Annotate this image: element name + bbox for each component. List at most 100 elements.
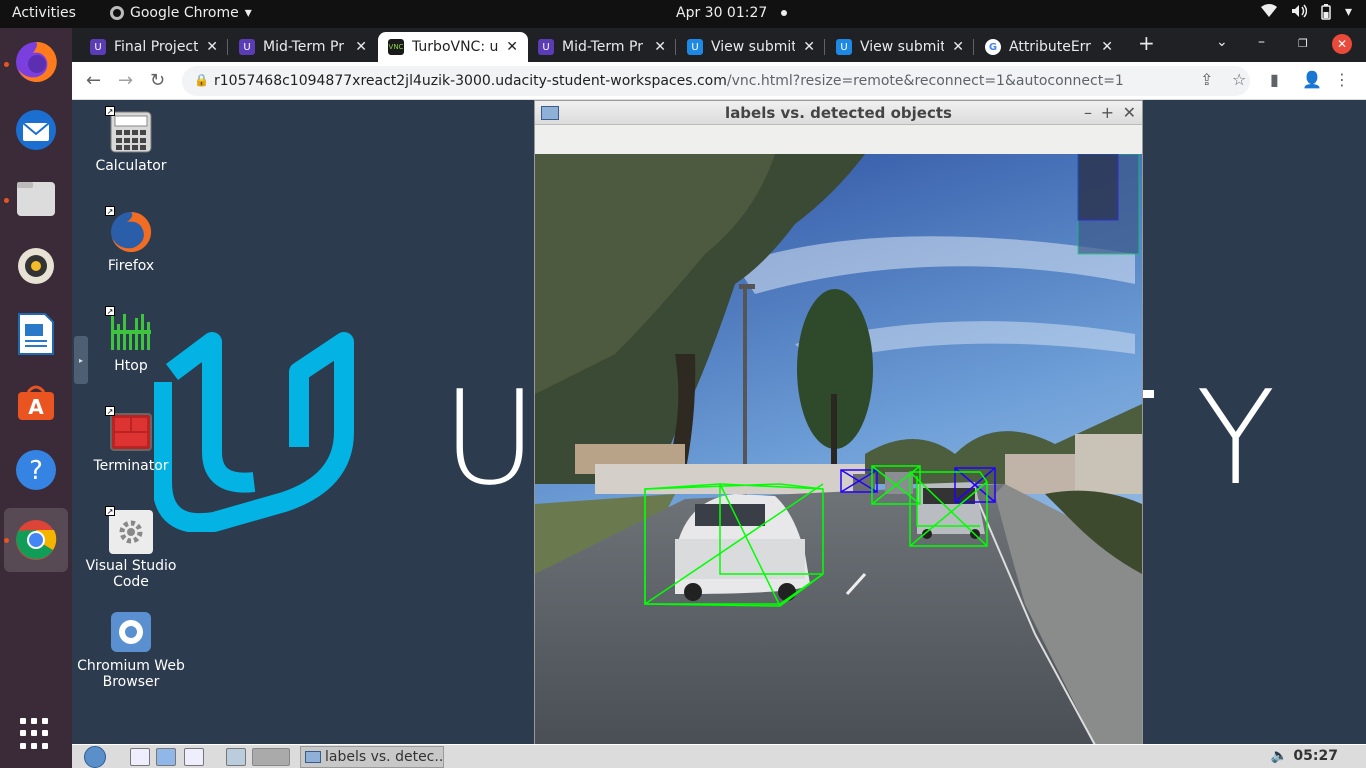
tab-title: AttributeErr xyxy=(1009,39,1091,55)
files-icon[interactable] xyxy=(12,174,60,222)
tab-search-icon[interactable]: ⌄ xyxy=(1216,34,1228,50)
tab-turbovnc[interactable]: VNC TurboVNC: u ✕ xyxy=(378,32,528,62)
system-tray[interactable]: ▾ xyxy=(1260,4,1352,24)
file-manager-icon[interactable] xyxy=(130,748,150,766)
udacity-icon: U xyxy=(90,39,106,55)
camera-frame-image xyxy=(535,154,1142,744)
tab-attributeerror[interactable]: G AttributeErr ✕ xyxy=(975,32,1123,62)
maximize-icon[interactable]: + xyxy=(1100,103,1114,122)
wallpaper-brand-text-left: U xyxy=(442,362,538,514)
window-title: labels vs. detected objects xyxy=(725,104,952,122)
lxde-taskbar: labels vs. detec... 🔈 05:27 xyxy=(72,744,1366,768)
close-tab-icon[interactable]: ✕ xyxy=(355,39,367,55)
tab-title: Mid-Term Pr xyxy=(263,39,344,55)
detected-boxes xyxy=(840,467,996,503)
thunderbird-icon[interactable] xyxy=(12,106,60,154)
taskbar-window-button[interactable]: labels vs. detec... xyxy=(300,746,444,768)
shortcut-arrow-icon: ↗ xyxy=(105,106,115,116)
desktop-icon-label: Chromium Web Browser xyxy=(77,658,185,690)
address-bar[interactable]: 🔒 r1057468c1094877xreact2jl4uzik-3000.ud… xyxy=(182,66,1250,96)
more-menu-icon[interactable]: ⋮ xyxy=(1334,70,1350,89)
forward-icon[interactable]: → xyxy=(118,70,134,91)
firefox-icon[interactable] xyxy=(12,38,60,86)
novnc-control-handle[interactable]: ▸ xyxy=(74,336,88,384)
window-menu-icon[interactable] xyxy=(541,106,559,120)
profile-avatar-icon[interactable]: 👤 xyxy=(1302,70,1322,89)
close-tab-icon[interactable]: ✕ xyxy=(803,39,815,55)
car-near-white xyxy=(675,494,810,601)
minimize-icon[interactable]: – xyxy=(1258,34,1265,50)
desktop-pager-2-icon[interactable] xyxy=(252,748,290,766)
lock-icon: 🔒 xyxy=(194,73,209,87)
shortcut-arrow-icon: ↗ xyxy=(105,406,115,416)
wallpaper-brand-text-right: Y xyxy=(1196,362,1276,514)
udacity-logo xyxy=(154,332,354,532)
udacity-icon: U xyxy=(239,39,255,55)
window-close-icon[interactable]: ✕ xyxy=(1332,34,1352,54)
labels-vs-detected-window[interactable]: labels vs. detected objects – + ✕ xyxy=(534,100,1143,744)
volume-icon[interactable]: 🔈 xyxy=(1270,748,1288,764)
vnc-remote-desktop[interactable]: ▸ U Y ↗ Calculator ↗ Firefox ↗ Htop ↗ Te xyxy=(72,100,1366,744)
desktop-icon-terminator[interactable]: ↗ Terminator xyxy=(76,406,186,474)
wifi-icon xyxy=(1260,4,1277,24)
close-tab-icon[interactable]: ✕ xyxy=(654,39,666,55)
activities-button[interactable]: Activities xyxy=(12,5,76,21)
screen-icon[interactable] xyxy=(156,748,176,766)
lxde-start-menu-icon[interactable] xyxy=(84,746,106,768)
desktop-icon-firefox[interactable]: ↗ Firefox xyxy=(76,206,186,274)
url-host: r1057468c1094877xreact2jl4uzik-3000.udac… xyxy=(214,73,727,89)
clock[interactable]: Apr 30 01:27 xyxy=(676,5,788,21)
show-applications-icon[interactable] xyxy=(20,718,52,750)
ubuntu-software-icon[interactable]: A xyxy=(12,378,60,426)
firefox-icon: ↗ xyxy=(105,206,153,254)
gear-icon: ↗ xyxy=(105,506,153,554)
clock-label: Apr 30 01:27 xyxy=(676,5,768,21)
minimize-icon[interactable]: – xyxy=(1084,103,1092,122)
desktop-pager-1-icon[interactable] xyxy=(226,748,246,766)
new-tab-icon[interactable]: + xyxy=(1138,31,1155,55)
restore-icon[interactable]: ❐ xyxy=(1298,37,1308,50)
tab-mid-term-2[interactable]: U Mid-Term Pr ✕ xyxy=(528,32,676,62)
close-tab-icon[interactable]: ✕ xyxy=(952,39,964,55)
tab-view-submission-1[interactable]: U View submit ✕ xyxy=(677,32,825,62)
close-icon[interactable]: ✕ xyxy=(1122,103,1136,122)
desktop-icon-calculator[interactable]: ↗ Calculator xyxy=(76,106,186,174)
chrome-toolbar: ← → ↻ 🔒 r1057468c1094877xreact2jl4uzik-3… xyxy=(72,62,1366,100)
libreoffice-writer-icon[interactable] xyxy=(12,310,60,358)
bookmark-star-icon[interactable]: ☆ xyxy=(1232,70,1247,89)
htop-icon: ↗ xyxy=(105,306,153,354)
close-tab-icon[interactable]: ✕ xyxy=(1101,39,1113,55)
share-icon[interactable]: ⇪ xyxy=(1200,70,1214,89)
taskbar-clock[interactable]: 05:27 xyxy=(1293,748,1338,764)
url-path: /vnc.html?resize=remote&reconnect=1&auto… xyxy=(726,73,1124,89)
desktop-icon-htop[interactable]: ↗ Htop xyxy=(76,306,186,374)
back-icon[interactable]: ← xyxy=(86,70,102,91)
google-icon: G xyxy=(985,39,1001,55)
udacity-icon: U xyxy=(836,39,852,55)
app-menu-label: Google Chrome xyxy=(130,5,239,21)
desktop-icon-chromium[interactable]: Chromium Web Browser xyxy=(76,610,186,690)
running-indicator xyxy=(4,198,9,203)
side-panel-icon[interactable]: ▮ xyxy=(1270,70,1279,89)
desktop-icon-label: Firefox xyxy=(107,258,155,274)
tab-final-project[interactable]: U Final Project ✕ xyxy=(80,32,228,62)
power-menu-icon: ▾ xyxy=(1344,4,1352,20)
close-tab-icon[interactable]: ✕ xyxy=(206,39,218,55)
label-boxes xyxy=(644,465,988,607)
tab-view-submission-2[interactable]: U View submit ✕ xyxy=(826,32,974,62)
wallpaper-brand-fragment xyxy=(1142,390,1154,398)
chrome-icon[interactable] xyxy=(12,516,60,564)
rhythmbox-icon[interactable] xyxy=(12,242,60,290)
window-titlebar[interactable]: labels vs. detected objects – + ✕ xyxy=(535,101,1142,125)
help-icon[interactable]: ? xyxy=(12,446,60,494)
window-icon[interactable] xyxy=(184,748,204,766)
app-menu[interactable]: Google Chrome ▾ xyxy=(110,5,252,21)
shortcut-arrow-icon: ↗ xyxy=(105,506,115,516)
close-tab-icon[interactable]: ✕ xyxy=(506,39,518,55)
desktop-icon-vscode[interactable]: ↗ Visual Studio Code xyxy=(76,506,186,590)
vnc-icon: VNC xyxy=(388,39,404,55)
tab-mid-term-1[interactable]: U Mid-Term Pr ✕ xyxy=(229,32,377,62)
desktop-icon-label: Calculator xyxy=(95,158,167,174)
battery-icon xyxy=(1321,4,1331,24)
reload-icon[interactable]: ↻ xyxy=(150,70,166,91)
